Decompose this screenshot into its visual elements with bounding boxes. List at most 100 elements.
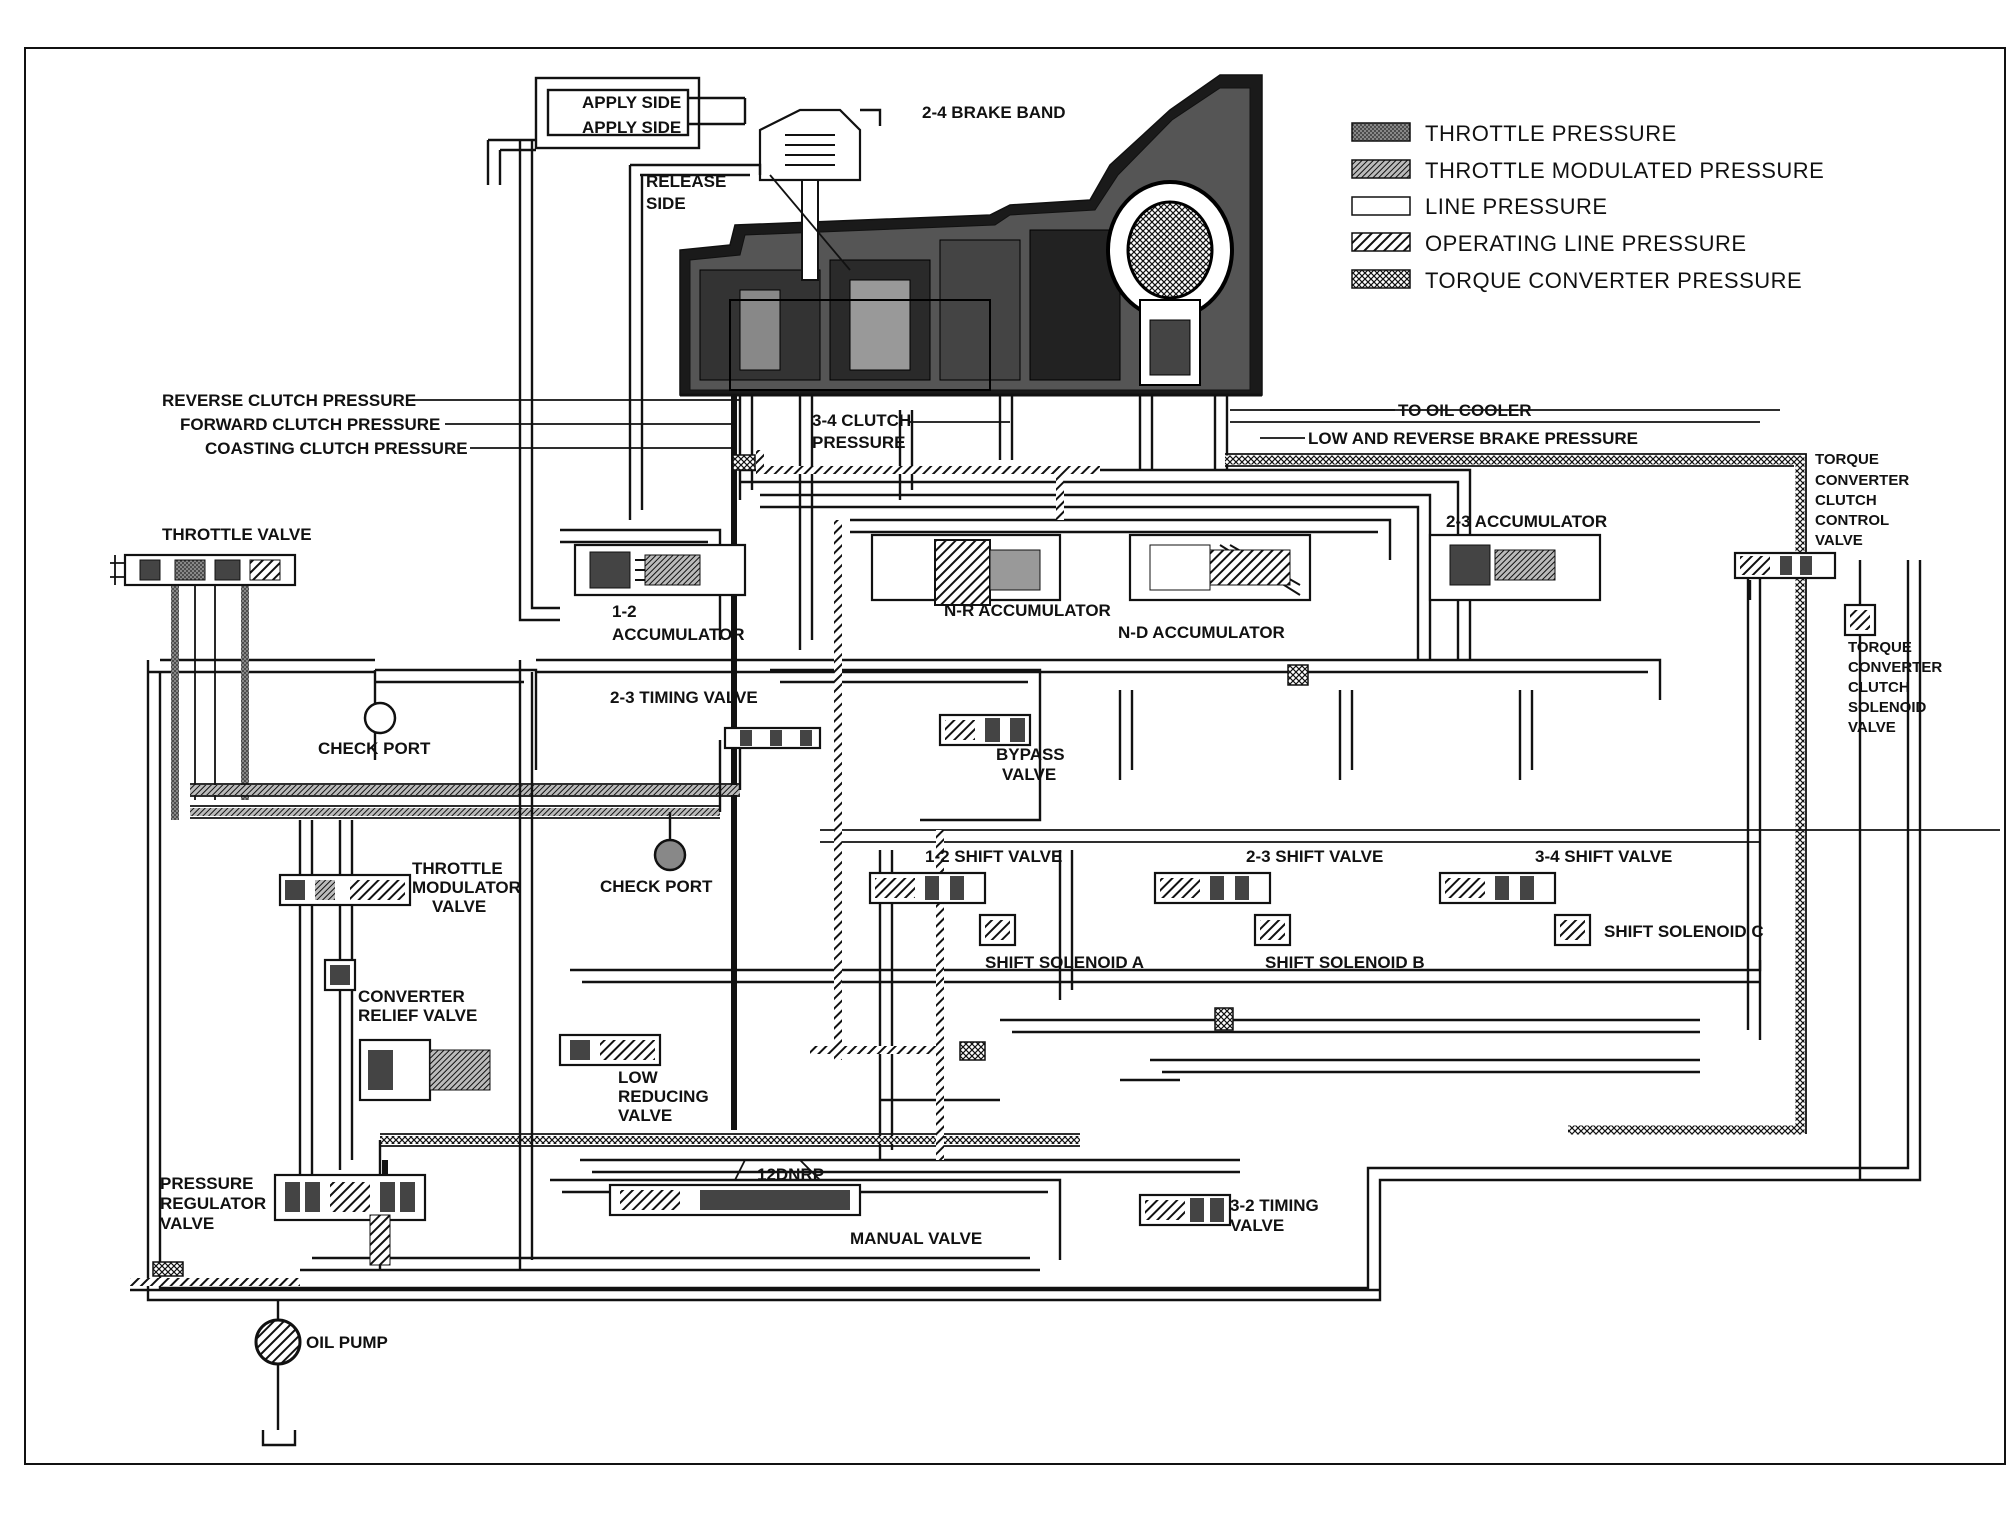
legend-label-throttle: THROTTLE PRESSURE xyxy=(1425,121,1677,146)
check-ball-1 xyxy=(732,454,756,471)
accumulator-1-2 xyxy=(573,543,747,597)
legend-label-line: LINE PRESSURE xyxy=(1425,194,1608,219)
label-acc-nd: N-D ACCUMULATOR xyxy=(1118,623,1285,642)
label-solenoid-a: SHIFT SOLENOID A xyxy=(985,953,1144,972)
label-34-clutch-2: PRESSURE xyxy=(812,433,906,452)
label-shift-12: 1-2 SHIFT VALVE xyxy=(925,847,1062,866)
check-port-upper xyxy=(363,701,397,735)
accumulator-n-d xyxy=(1128,533,1312,602)
label-release-1: RELEASE xyxy=(646,172,726,191)
label-converter-relief-2: RELIEF VALVE xyxy=(358,1006,477,1025)
label-shift-34: 3-4 SHIFT VALVE xyxy=(1535,847,1672,866)
label-converter-relief-1: CONVERTER xyxy=(358,987,465,1006)
label-tcc-control-1: TORQUE xyxy=(1815,451,1879,468)
label-tcc-solenoid-4: SOLENOID xyxy=(1848,699,1927,716)
label-manual-valve: MANUAL VALVE xyxy=(850,1229,982,1248)
label-solenoid-c: SHIFT SOLENOID C xyxy=(1604,922,1764,941)
label-tcc-control-5: VALVE xyxy=(1815,532,1863,549)
label-brake-band: 2-4 BRAKE BAND xyxy=(922,103,1066,122)
frame-border xyxy=(24,47,2006,1465)
manual-valve xyxy=(608,1159,862,1217)
label-bypass-2: VALVE xyxy=(1002,765,1056,784)
component-labels: APPLY SIDE APPLY SIDE 2-4 BRAKE BAND REL… xyxy=(160,93,1942,1352)
label-acc-12-1: 1-2 xyxy=(612,602,637,621)
label-pressure-reg-1: PRESSURE xyxy=(160,1174,254,1193)
shift-valve-2-3 xyxy=(1153,871,1272,905)
tcc-control-valve xyxy=(1733,551,1837,580)
legend: THROTTLE PRESSURE THROTTLE MODULATED PRE… xyxy=(1351,121,1824,293)
transmission-cross-section xyxy=(679,74,1263,397)
legend-swatch-torque xyxy=(1351,269,1411,289)
label-low-reverse-brake: LOW AND REVERSE BRAKE PRESSURE xyxy=(1308,429,1638,448)
bypass-valve xyxy=(938,713,1032,747)
converter-relief-valve xyxy=(358,1038,491,1102)
label-tcc-solenoid-2: CONVERTER xyxy=(1848,659,1942,676)
label-apply-side-1: APPLY SIDE xyxy=(582,93,681,112)
label-tcc-control-4: CONTROL xyxy=(1815,512,1889,529)
label-34-clutch-1: 3-4 CLUTCH xyxy=(812,411,911,430)
label-pressure-reg-3: VALVE xyxy=(160,1214,214,1233)
label-acc-12-2: ACCUMULATOR xyxy=(612,625,745,644)
timing-valve-3-2 xyxy=(1138,1193,1232,1227)
label-reverse-clutch: REVERSE CLUTCH PRESSURE xyxy=(162,391,416,410)
label-oil-cooler: TO OIL COOLER xyxy=(1398,401,1532,420)
shift-valve-1-2 xyxy=(868,871,987,905)
label-tcc-solenoid-1: TORQUE xyxy=(1848,639,1912,656)
label-bypass-1: BYPASS xyxy=(996,745,1065,764)
check-ball-2 xyxy=(1287,664,1309,686)
throttle-modulator-valve xyxy=(278,873,412,907)
throttle-valve xyxy=(110,553,297,587)
shift-solenoid-b xyxy=(1253,913,1292,947)
check-port-lower xyxy=(653,838,687,872)
tcc-solenoid-valve xyxy=(1843,603,1877,637)
label-throttle-mod-2: MODULATOR xyxy=(412,878,521,897)
check-ball-3 xyxy=(1214,1007,1234,1031)
converter-check xyxy=(323,958,357,992)
label-tcc-solenoid-5: VALVE xyxy=(1848,719,1896,736)
label-apply-side-2: APPLY SIDE xyxy=(582,118,681,137)
label-low-reducing-2: REDUCING xyxy=(618,1087,709,1106)
label-forward-clutch: FORWARD CLUTCH PRESSURE xyxy=(180,415,440,434)
label-low-reducing-3: VALVE xyxy=(618,1106,672,1125)
label-shift-23: 2-3 SHIFT VALVE xyxy=(1246,847,1383,866)
label-throttle-mod-1: THROTTLE xyxy=(412,859,503,878)
shift-valve-3-4 xyxy=(1438,871,1557,905)
label-check-port-lower: CHECK PORT xyxy=(600,877,713,896)
shift-solenoid-a xyxy=(978,913,1017,947)
label-pressure-reg-2: REGULATOR xyxy=(160,1194,266,1213)
legend-swatch-modulated xyxy=(1351,159,1411,179)
pressure-regulator-valve xyxy=(273,1173,427,1266)
leader-lines xyxy=(412,399,1395,449)
label-throttle-valve: THROTTLE VALVE xyxy=(162,525,312,544)
legend-swatch-operating xyxy=(1351,232,1411,252)
timing-valve-2-3 xyxy=(723,726,822,750)
label-tcc-solenoid-3: CLUTCH xyxy=(1848,679,1910,696)
label-timing-23: 2-3 TIMING VALVE xyxy=(610,688,758,707)
legend-swatch-throttle xyxy=(1351,122,1411,142)
label-tcc-control-2: CONVERTER xyxy=(1815,472,1909,489)
accumulator-2-3 xyxy=(1428,533,1602,602)
label-throttle-mod-3: VALVE xyxy=(432,897,486,916)
label-release-2: SIDE xyxy=(646,194,686,213)
legend-swatch-line xyxy=(1351,196,1411,216)
label-coasting-clutch: COASTING CLUTCH PRESSURE xyxy=(205,439,468,458)
legend-label-operating: OPERATING LINE PRESSURE xyxy=(1425,231,1747,256)
label-solenoid-b: SHIFT SOLENOID B xyxy=(1265,953,1425,972)
label-check-port-upper: CHECK PORT xyxy=(318,739,431,758)
label-oil-pump: OIL PUMP xyxy=(306,1333,388,1352)
accumulator-n-r xyxy=(870,533,1062,606)
oil-pump xyxy=(254,1300,302,1447)
label-acc-23: 2-3 ACCUMULATOR xyxy=(1446,512,1607,531)
legend-label-modulated: THROTTLE MODULATED PRESSURE xyxy=(1425,158,1824,183)
legend-label-torque: TORQUE CONVERTER PRESSURE xyxy=(1425,268,1802,293)
shift-solenoid-c xyxy=(1553,913,1592,947)
low-reducing-valve xyxy=(558,1033,662,1067)
label-gear-positions: 12DNRP xyxy=(757,1165,824,1184)
label-timing-32-1: 3-2 TIMING xyxy=(1230,1196,1319,1215)
label-acc-nr: N-R ACCUMULATOR xyxy=(944,601,1111,620)
band-servo-lines xyxy=(486,76,882,185)
label-low-reducing-1: LOW xyxy=(618,1068,659,1087)
check-ball-4 xyxy=(959,1041,986,1061)
label-timing-32-2: VALVE xyxy=(1230,1216,1284,1235)
